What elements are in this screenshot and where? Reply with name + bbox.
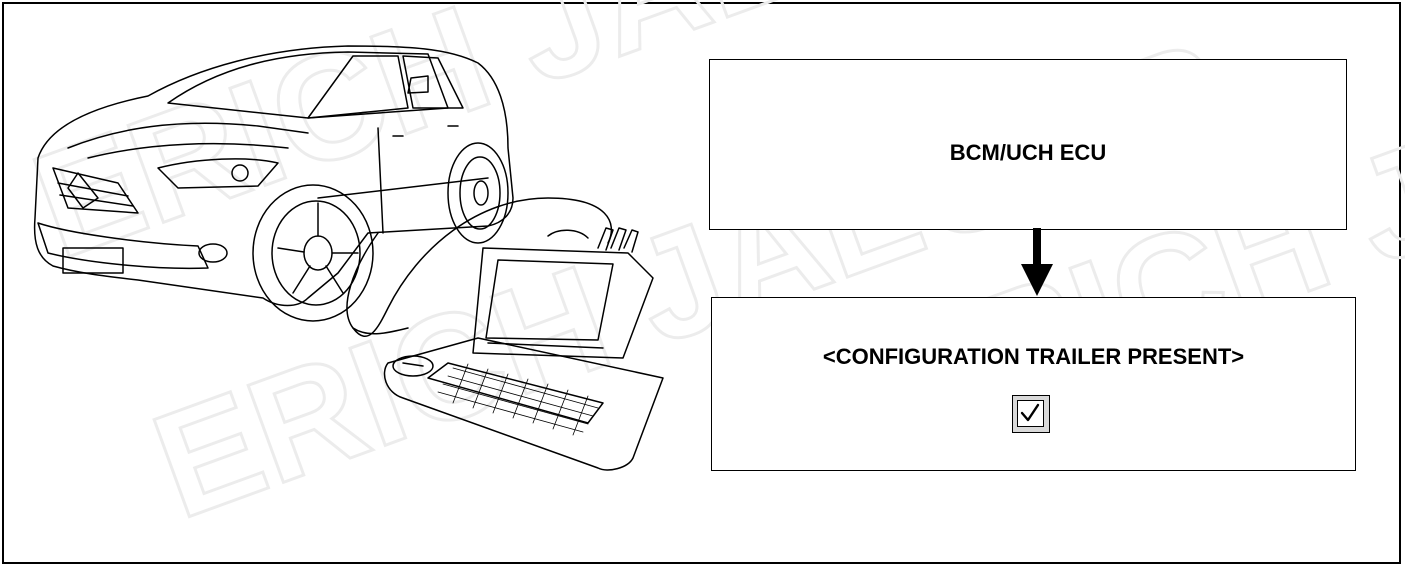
car-icon bbox=[33, 45, 514, 322]
ecu-label: BCM/UCH ECU bbox=[949, 140, 1107, 165]
car-diagnostic-illustration bbox=[33, 45, 664, 471]
configuration-label: <CONFIGURATION TRAILER PRESENT> bbox=[822, 344, 1245, 369]
diagnostic-tool-icon bbox=[383, 227, 664, 471]
trailer-present-checkbox[interactable] bbox=[1012, 395, 1050, 433]
configuration-box: <CONFIGURATION TRAILER PRESENT> bbox=[711, 297, 1356, 471]
ecu-box: BCM/UCH ECU bbox=[709, 59, 1347, 230]
checkmark-icon bbox=[1020, 403, 1040, 422]
down-arrow-icon bbox=[1021, 228, 1053, 296]
diagnostic-cable bbox=[346, 197, 613, 337]
checkbox-face bbox=[1017, 400, 1044, 427]
